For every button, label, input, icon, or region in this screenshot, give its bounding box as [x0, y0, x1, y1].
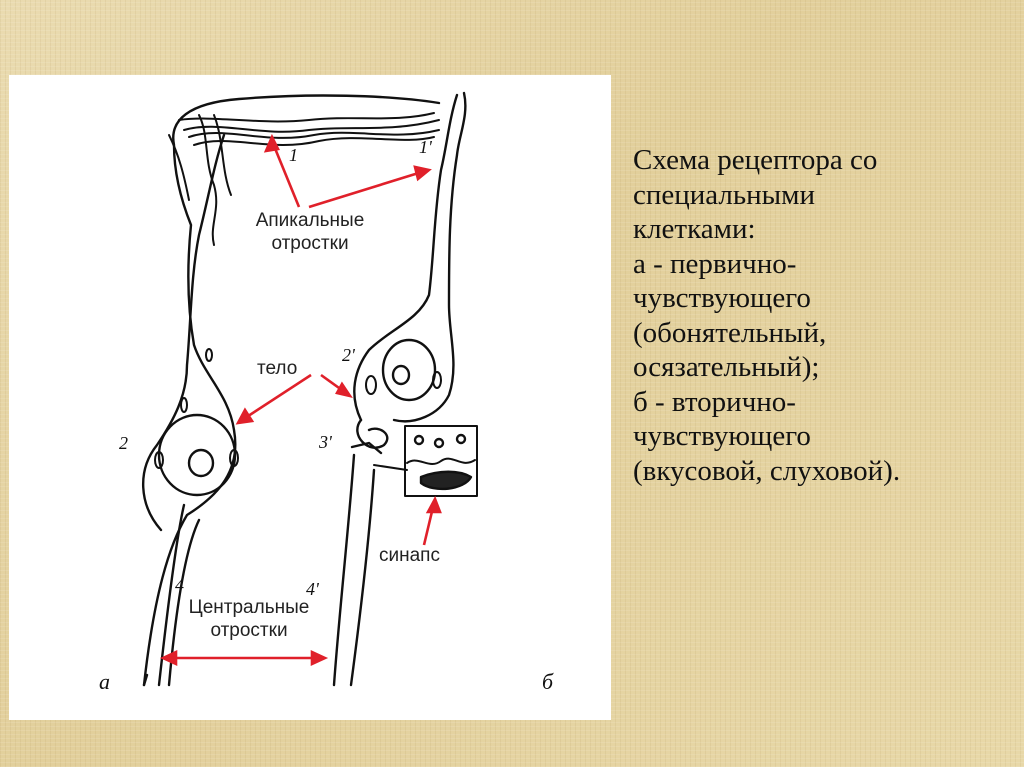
- arrow-synapse-head: [425, 495, 442, 514]
- arrow-body-1: [241, 373, 312, 422]
- arrow-central-right-head: [310, 649, 329, 667]
- caption-line: (вкусовой, слуховой).: [633, 454, 901, 487]
- caption-line: специальными: [633, 178, 816, 211]
- number-3-prime: 3': [319, 432, 332, 452]
- organelles: [154, 348, 442, 469]
- caption-line: чувствующего: [633, 282, 811, 314]
- number-1: 1: [289, 145, 298, 165]
- arrow-body-2-head: [335, 381, 353, 399]
- cell-b-outline: [332, 91, 467, 687]
- receptor-diagram-drawing: [141, 91, 478, 687]
- panel-label-b: б: [542, 669, 554, 694]
- arrow-central-left-head: [159, 649, 178, 667]
- central-processes-label: Центральные отростки: [159, 597, 339, 643]
- central-label-line-2: отростки: [210, 619, 288, 641]
- caption-line: чувствующего: [633, 420, 811, 452]
- caption-line: б - вторично-: [633, 385, 796, 418]
- number-1-prime: 1': [419, 137, 432, 157]
- apical-processes: [168, 112, 440, 246]
- number-2-prime: 2': [342, 345, 355, 365]
- arrow-apical-2-head: [413, 165, 432, 182]
- pointer-arrows: [159, 133, 442, 667]
- synapse-inset: [373, 425, 478, 497]
- arrow-body-1-head: [235, 407, 255, 425]
- apical-processes-label: Апикальные отростки: [235, 210, 385, 256]
- arrow-apical-1: [270, 140, 301, 208]
- figure-caption: Схема рецептора со специальными клетками…: [633, 143, 1013, 488]
- caption-line: клетками:: [633, 213, 756, 245]
- body-label: тело: [257, 358, 298, 379]
- apical-label-line-1: Апикальные: [255, 210, 365, 231]
- arrow-apical-1-head: [263, 133, 280, 153]
- apical-label-line-2: отростки: [271, 232, 349, 254]
- synapse-label: синапс: [379, 545, 440, 566]
- receptor-diagram-figure: Апикальные отростки тело синапс Централь…: [9, 75, 611, 720]
- number-4-prime: 4': [306, 579, 319, 599]
- central-label-line-1: Центральные: [188, 597, 310, 618]
- caption-line: Схема рецептора со: [633, 144, 878, 176]
- arrow-apical-2: [308, 169, 426, 209]
- caption-line: осязательный);: [633, 351, 820, 383]
- caption-line: а - первично-: [633, 247, 797, 280]
- number-2: 2: [119, 433, 128, 453]
- panel-label-a: а: [99, 669, 110, 694]
- number-4: 4: [175, 575, 184, 595]
- caption-line: (обонятельный,: [633, 316, 827, 349]
